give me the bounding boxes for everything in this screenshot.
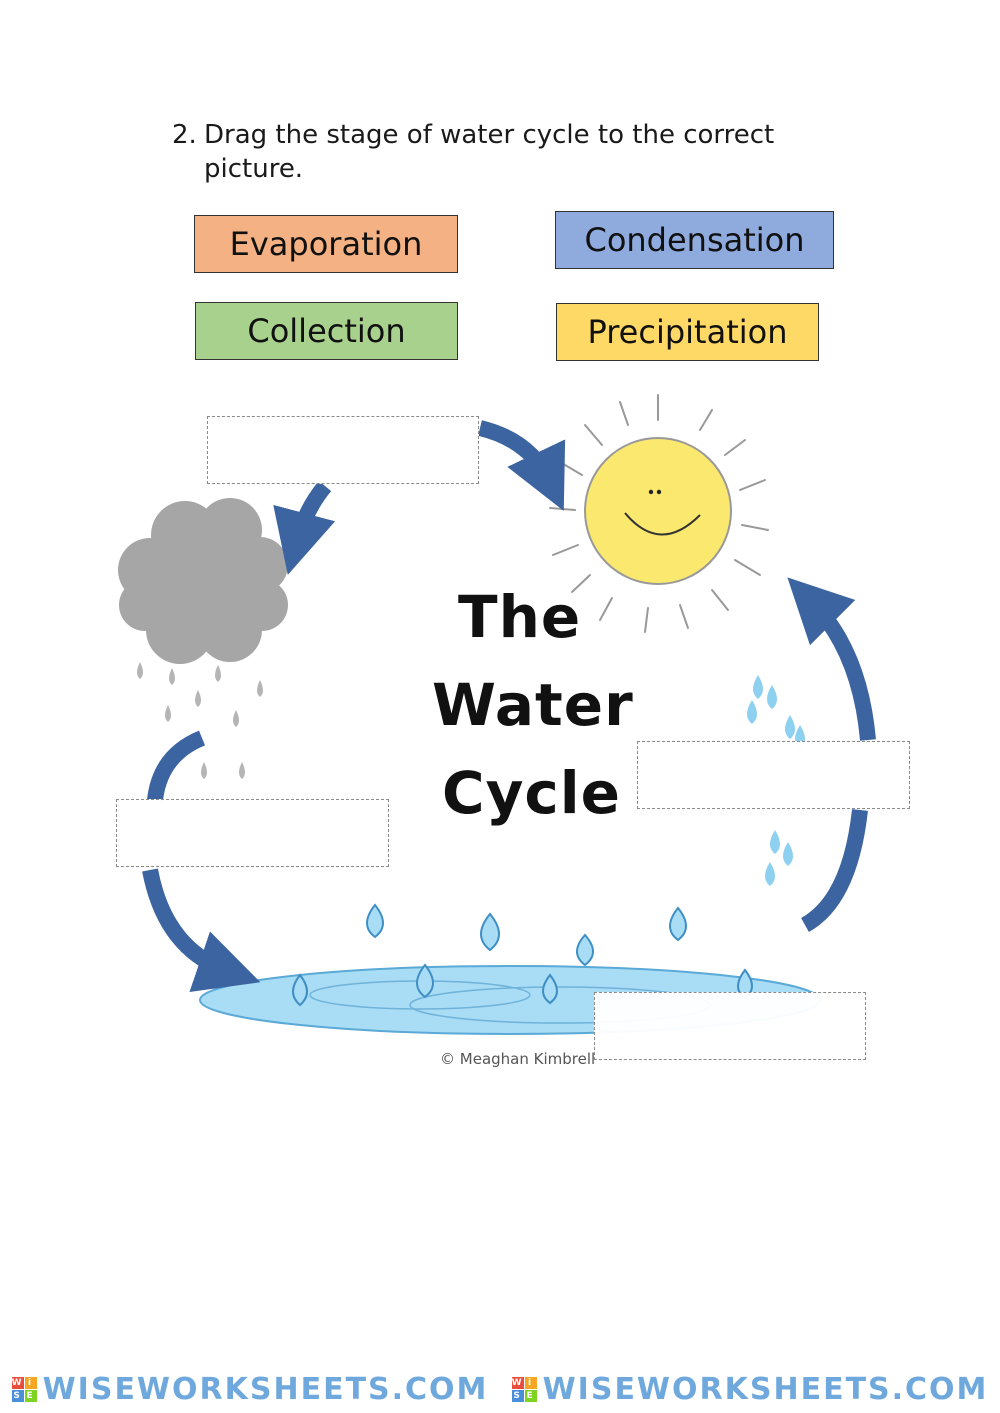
rain-drops-right <box>747 675 805 886</box>
drop-zone-right[interactable] <box>637 741 910 809</box>
question-text: Drag the stage of water cycle to the cor… <box>204 120 775 184</box>
drop-zone-bottom[interactable] <box>594 992 866 1060</box>
instruction: 2. Drag the stage of water cycle to the … <box>172 118 812 186</box>
question-number: 2. <box>172 120 197 150</box>
diagram-title-line1: The <box>458 583 582 651</box>
drop-zone-left[interactable] <box>116 799 389 867</box>
stage-chip-condensation[interactable]: Condensation <box>555 211 834 269</box>
rain-drops-cloud <box>137 662 263 779</box>
stage-chip-evaporation[interactable]: Evaporation <box>194 215 458 273</box>
cycle-arrows <box>142 420 876 993</box>
water-drops <box>292 903 753 1007</box>
footer-badge-icon: W i S E <box>11 1376 37 1402</box>
footer-badge-icon: W i S E <box>511 1376 537 1402</box>
footer-watermark: W i S E WISEWORKSHEETS.COM W i S E WISEW… <box>0 1369 1000 1409</box>
cloud <box>118 498 288 664</box>
stage-chip-collection[interactable]: Collection <box>195 302 458 360</box>
footer-logo-1: W i S E WISEWORKSHEETS.COM <box>11 1371 489 1407</box>
stage-chip-precipitation[interactable]: Precipitation <box>556 303 819 361</box>
footer-brand-text: WISEWORKSHEETS.COM <box>542 1371 989 1407</box>
footer-logo-2: W i S E WISEWORKSHEETS.COM <box>511 1371 989 1407</box>
diagram-title-line2: Water <box>432 671 634 739</box>
sun <box>549 394 769 633</box>
footer-brand-text: WISEWORKSHEETS.COM <box>42 1371 489 1407</box>
illustration-credit: © Meaghan Kimbrell <box>440 1050 596 1068</box>
drop-zone-top[interactable] <box>207 416 479 484</box>
diagram-title-line3: Cycle <box>442 759 621 827</box>
